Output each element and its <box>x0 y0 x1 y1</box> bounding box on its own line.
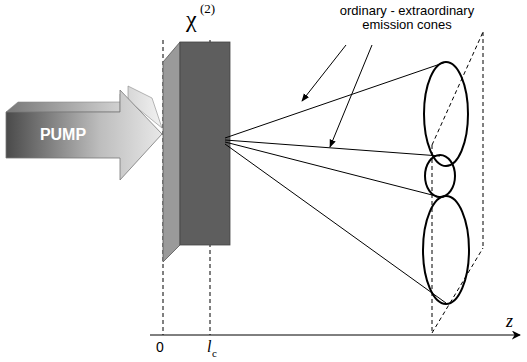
arrow-label: PUMP <box>40 126 86 144</box>
superscript-label: (2) <box>200 2 215 16</box>
subscript-label: c <box>212 347 217 359</box>
leader-arrow <box>330 45 372 147</box>
crystal-side <box>163 42 180 262</box>
axis-tick-label: l <box>207 338 211 356</box>
leader-arrow <box>302 45 346 101</box>
pump-arrow: PUMP <box>4 82 164 186</box>
symbol-label: χ <box>186 6 197 32</box>
axis-label: z <box>506 312 513 332</box>
emission-rings <box>423 62 469 304</box>
z-axis <box>150 335 520 336</box>
crystal-front <box>180 42 230 245</box>
screen-plane <box>432 32 483 333</box>
axis-tick-label: 0 <box>156 340 164 355</box>
callout-label: ordinary - extraordinary emission cones <box>322 4 492 33</box>
cone-lines <box>225 62 446 303</box>
